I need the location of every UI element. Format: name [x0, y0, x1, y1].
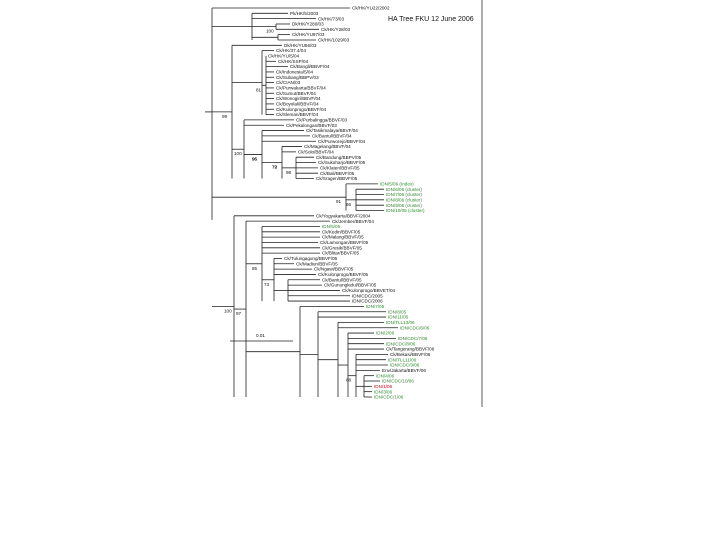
taxon-label: Ck/HK/YU/5/04: [268, 54, 300, 59]
taxon-label: Ck/Tangerang/BBVF/06: [386, 347, 435, 352]
bootstrap-value: 91: [336, 199, 342, 204]
bootstrap-value: 88: [346, 378, 352, 383]
taxon-label: IDN/3/06: [374, 389, 393, 394]
taxon-label: IDN/TLL11/06: [388, 357, 417, 362]
taxon-label: IDN/CDC/9/06: [390, 363, 420, 368]
taxon-label: IDN/7/06 (cluster): [386, 192, 422, 197]
taxon-label: IDN/8/05: [388, 309, 407, 314]
taxon-label: Ck/Lamongan/BBVF/05: [320, 240, 369, 245]
tree-branches: [205, 7, 398, 398]
taxon-label: IDN/CDC/2006: [352, 299, 383, 304]
taxon-label: Ck/Boyolali/BBVF/04: [276, 102, 319, 107]
taxon-label: Ck/Kulonprogo/BBVF/05: [318, 272, 368, 277]
taxon-label: Ck/Malang/BBVF/05: [322, 235, 364, 240]
taxon-label: IDN/9/06 (cluster): [386, 203, 422, 208]
taxon-label: Ck/HK/SSP/04: [278, 59, 309, 64]
bootstrap-value: 72: [272, 165, 278, 170]
taxon-label: Ck/Klaten/BBVF/05: [320, 165, 360, 170]
taxon-label: Dk/HK/YU56/03: [284, 43, 317, 48]
taxon-label: IDN/1/06: [374, 384, 393, 389]
bootstrap-value: 66: [346, 202, 352, 207]
taxon-label: IDN/10/06 (cluster): [386, 208, 425, 213]
taxon-label: Ck/Gunungkidul/BBVF/05: [324, 283, 377, 288]
taxon-label: IDN/CDC/2005: [352, 293, 383, 298]
taxon-label: IDN/CDC/1/06: [374, 395, 404, 400]
taxon-label: Ck/Bangli/BBVF/04: [290, 64, 330, 69]
bootstrap-value: 97: [236, 311, 242, 316]
taxon-label: IDN/5/05: [322, 224, 341, 229]
taxon-label: Ck/Bandung/BBPV/05: [316, 155, 362, 160]
bootstrap-value: 95: [252, 157, 258, 162]
taxon-label: Ck/CIAN/03: [276, 80, 301, 85]
taxon-label: Dk/HK/Y280/03: [292, 22, 324, 27]
taxon-label: Ck/Sumut/BBVF/04: [276, 91, 316, 96]
figure-title: HA Tree FKU 12 June 2006: [388, 16, 474, 23]
taxon-label: IDN/5/06 (Index): [380, 181, 414, 186]
taxon-label: Ck/HK/Y28/03: [321, 27, 351, 32]
taxon-label: Ck/Purwakarta/BBVF/04: [276, 86, 326, 91]
taxon-label: Ck/Sragen/BBVF/05: [316, 176, 358, 181]
taxon-label: Ck/Tasikmalaya/BBVF/04: [306, 128, 358, 133]
bootstrap-values: 100 99 95 72 88 81 100 96 79 98 91 66 100 97 85 73: [222, 29, 352, 383]
taxon-label: Ck/Purbalingga/BBVF/03: [296, 118, 348, 123]
tree-labels: Ck/HK/YU22/2002Pk/HK/5/2003Ck/HK/73/03Dk…: [268, 6, 435, 400]
bootstrap-value: 85: [252, 266, 258, 271]
taxon-label: Ck/Sukoharjo/BBVF/05: [318, 160, 366, 165]
taxon-label: Pk/HK/5/2003: [290, 11, 319, 16]
taxon-label: Ck/Jember/BBVF/04: [332, 219, 374, 224]
taxon-label: Ck/Bantul/BBVF/05: [322, 277, 362, 282]
taxon-label: IDN/CDC/10/06: [382, 379, 414, 384]
taxon-label: IDN/11/05: [388, 315, 409, 320]
bootstrap-value: 81: [256, 87, 262, 92]
taxon-label: Ck/Wonogiri/BBVF/04: [276, 96, 321, 101]
bootstrap-value: 100: [266, 29, 274, 34]
taxon-label: Ck/Gresik/BBVF/05: [322, 245, 362, 250]
taxon-label: Ck/Madiun/BBVF/05: [296, 261, 338, 266]
taxon-label: IDN/7/05: [366, 304, 385, 309]
bootstrap-value: 100: [234, 151, 242, 156]
taxon-label: Ck/Ngawi/BBVF/05: [314, 267, 354, 272]
bootstrap-value: 100: [224, 308, 232, 313]
taxon-label: Ck/Bekasi/BBVF/06: [390, 352, 431, 357]
bootstrap-value: 98: [286, 170, 292, 175]
taxon-label: Ck/HK/73/03: [318, 16, 344, 21]
taxon-label: Ck/Blitar/BBVF/05: [322, 251, 359, 256]
taxon-label: IDN/TLL13/06: [386, 320, 415, 325]
taxon-label: Ck/Purworejo/BBVF/04: [318, 139, 366, 144]
taxon-label: Ck/Sleman/BBVF/04: [276, 112, 319, 117]
taxon-label: Ck/HK/1029/03: [318, 38, 350, 43]
bootstrap-value: 73: [264, 282, 270, 287]
taxon-label: Ck/Kediri/BBVF/05: [322, 229, 361, 234]
bootstrap-value: 96: [252, 157, 258, 162]
bootstrap-value: 79: [272, 165, 278, 170]
taxon-label: Ck/Kulonprogo/BBVF/04: [276, 107, 326, 112]
taxon-label: Ck/Magelang/BBVF/04: [304, 144, 351, 149]
taxon-label: Ck/Yogyakarta/BBVF/2004: [316, 213, 371, 218]
taxon-label: IDN/CDC/7/06: [398, 336, 428, 341]
taxon-label: Ck/HK/YU22/2002: [352, 6, 390, 11]
scale-bar-label: 0.01: [256, 333, 265, 338]
bootstrap-value: 99: [222, 114, 228, 119]
taxon-label: IDN/CDC/8/06: [386, 341, 416, 346]
taxon-label: Ck/Kulonprogo/BBVET/04: [342, 288, 396, 293]
taxon-label: IDN/8/06 (cluster): [386, 197, 422, 202]
taxon-label: IDN/4/06: [376, 373, 395, 378]
taxon-label: Ck/Indonesia/5/04: [276, 70, 313, 75]
taxon-label: IDN/2/06: [376, 331, 395, 336]
taxon-label: Ck/Subang/BBPV/03: [276, 75, 319, 80]
taxon-label: Ck/Pekalongan/BBVF/03: [286, 123, 337, 128]
taxon-label: Ck/Solo/BBVF/04: [298, 149, 334, 154]
taxon-label: Ck/Tulungagung/BBVF/05: [284, 256, 338, 261]
taxon-label: Env/Jakarta/BBVF/06: [382, 368, 426, 373]
taxon-label: Ck/HK/37.4/04: [276, 48, 306, 53]
taxon-label: IDN/CDC/6/06: [400, 325, 430, 330]
taxon-label: Ck/HK/YU97/03: [292, 32, 325, 37]
taxon-label: IDN/6/06 (cluster): [386, 187, 422, 192]
taxon-label: Ck/Bali/BBVF/05: [320, 171, 355, 176]
taxon-label: Ck/Bantul/BBVF/04: [312, 133, 352, 138]
